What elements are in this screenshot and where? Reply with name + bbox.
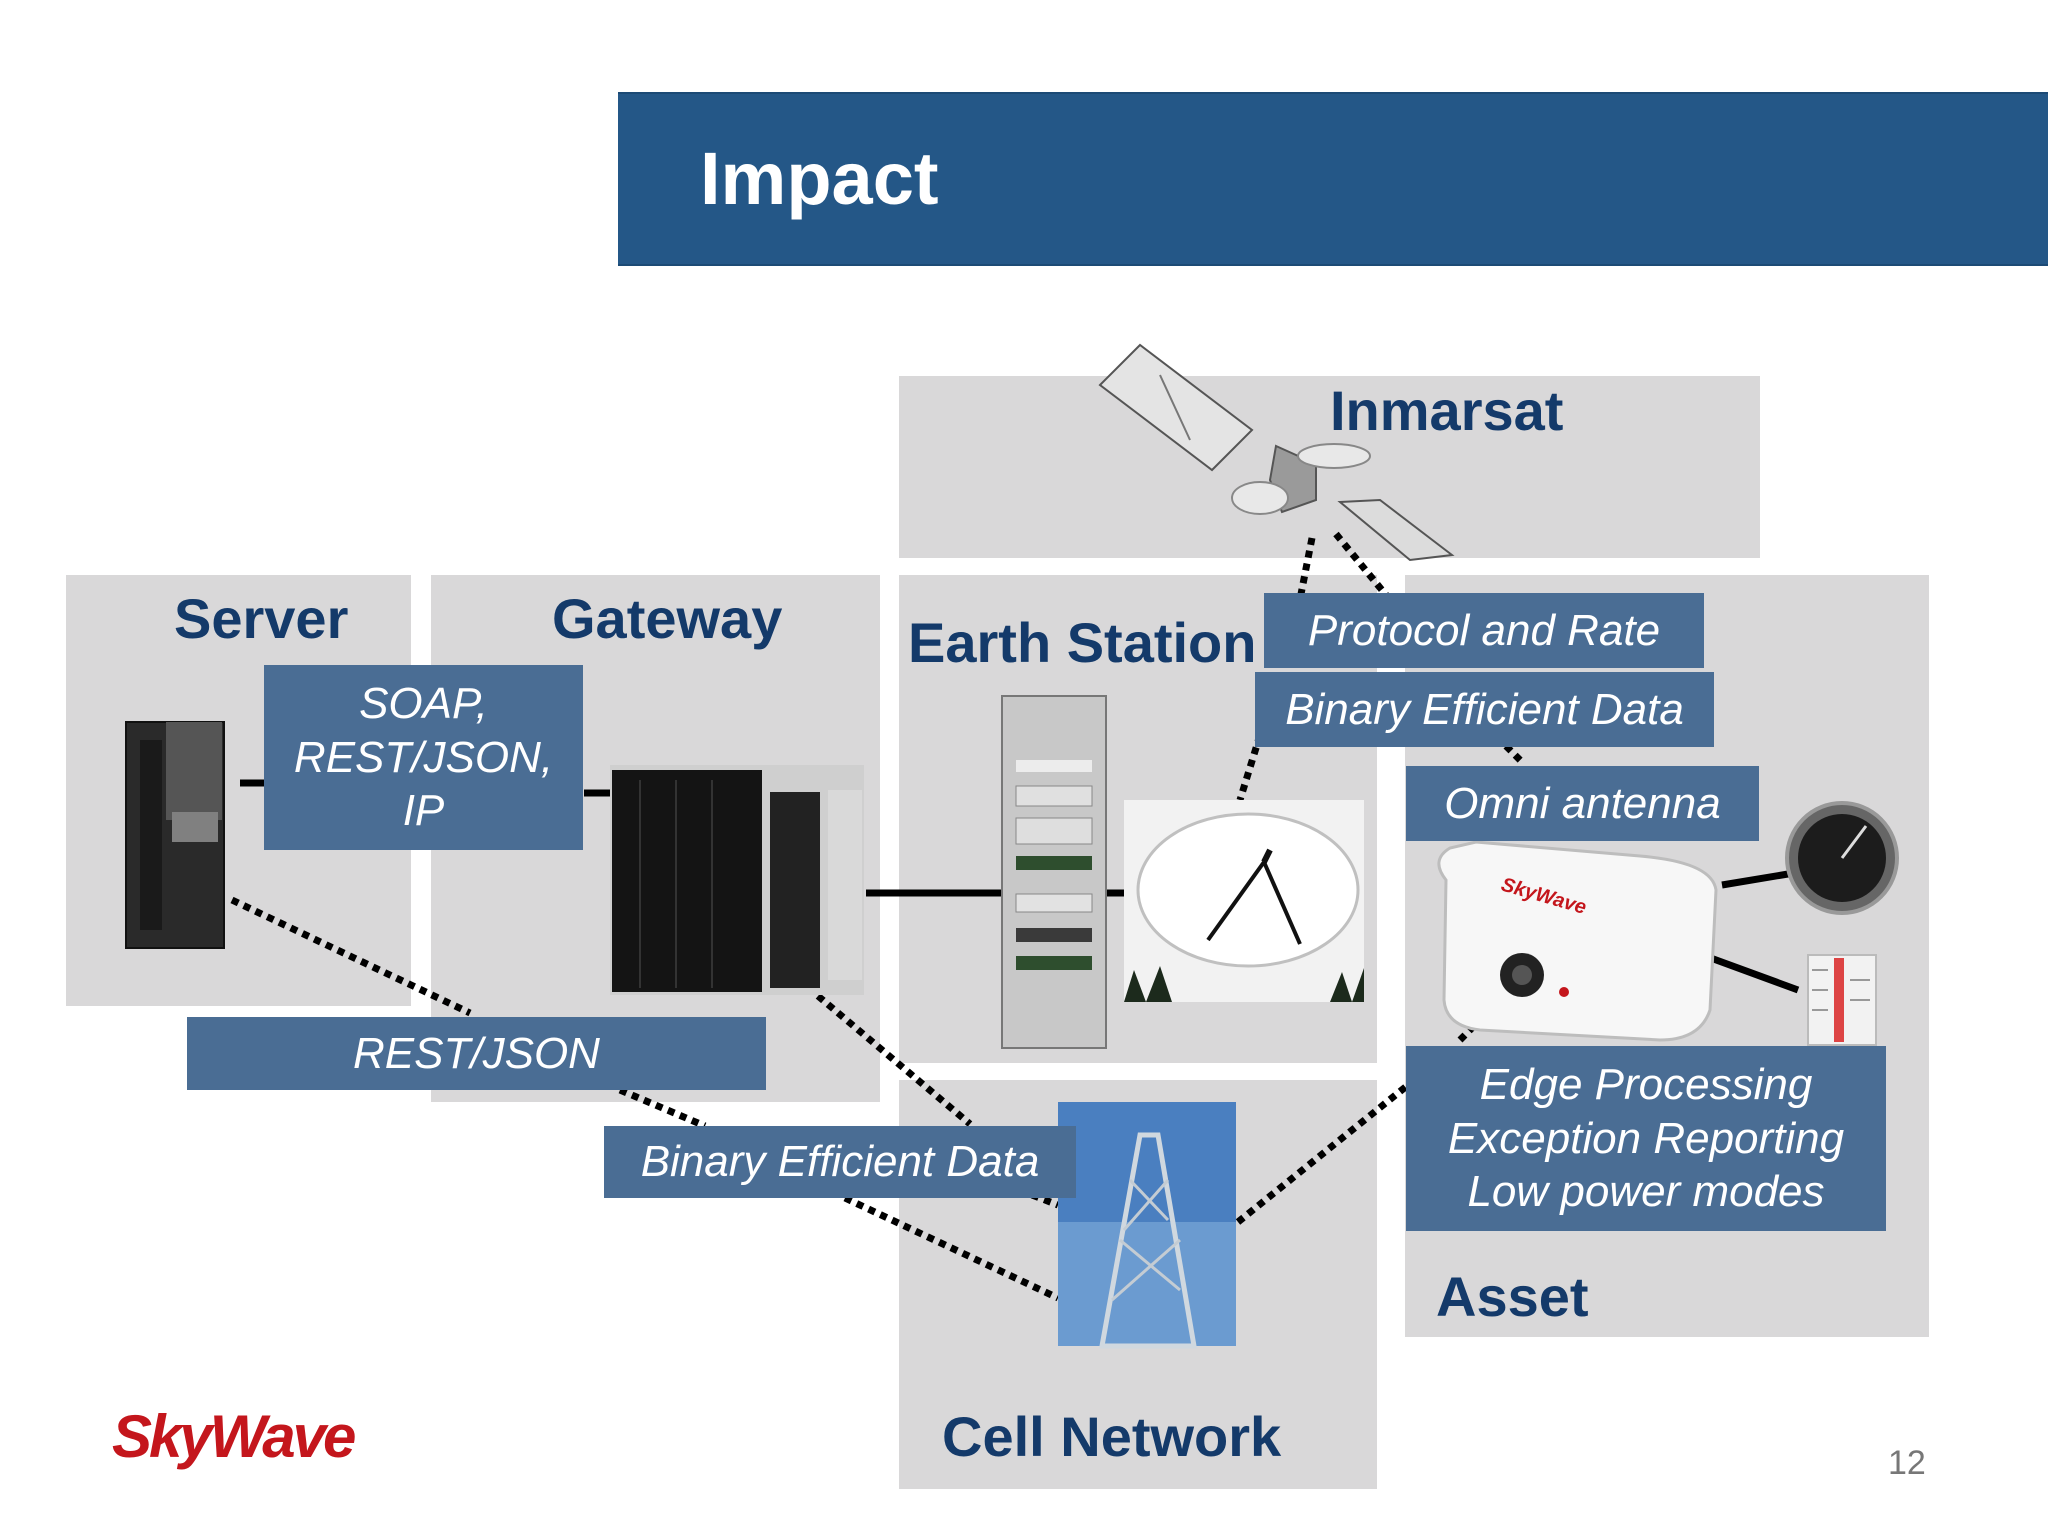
link-server-cell-mid <box>618 1086 707 1130</box>
inmarsat-label: Inmarsat <box>1330 379 1564 442</box>
skywave-logo: SkyWave <box>112 1403 356 1470</box>
asset-label: Asset <box>1436 1265 1589 1328</box>
link-satellite-earth-station-lower <box>1236 733 1264 802</box>
link-asset-thermometer <box>1706 953 1800 994</box>
binary-data-lower-callout: Binary Efficient Data <box>604 1126 1076 1198</box>
asset-terminal-icon: SkyWave <box>1437 840 1718 1042</box>
satellite-dish-icon <box>1124 800 1364 1002</box>
link-satellite-asset <box>1333 531 1398 609</box>
server-rack-icon <box>125 721 225 949</box>
rest-json-callout: REST/JSON <box>187 1017 766 1090</box>
earth-station-label: Earth Station <box>908 611 1257 674</box>
link-asset-cell <box>1235 1082 1411 1225</box>
link-server-cell-lower <box>843 1194 1060 1302</box>
link-server-cell-upper <box>230 896 472 1017</box>
link-satellite-asset-lower <box>1503 743 1525 765</box>
cell-tower-icon <box>1058 1102 1236 1349</box>
link-satellite-earth-station <box>1288 537 1316 641</box>
link-gateway-cell <box>815 993 973 1127</box>
satellite-icon <box>1098 343 1455 562</box>
soap-callout: SOAP, REST/JSON, IP <box>264 665 583 850</box>
binary-data-upper-callout: Binary Efficient Data <box>1255 672 1714 747</box>
server-label: Server <box>174 587 349 650</box>
protocol-rate-callout: Protocol and Rate <box>1264 593 1704 668</box>
equipment-rack-icon <box>1001 695 1107 1049</box>
omni-antenna-callout: Omni antenna <box>1406 766 1759 841</box>
slide-title: Impact <box>700 137 939 220</box>
data-center-icon <box>610 765 864 995</box>
thermometer-icon <box>1807 954 1877 1046</box>
gauge-icon <box>1785 801 1899 915</box>
link-asset-gauge <box>1721 870 1789 889</box>
cell-network-label: Cell Network <box>942 1405 1282 1468</box>
title-bar: Impact <box>618 92 2048 266</box>
edge-processing-callout: Edge Processing Exception Reporting Low … <box>1406 1046 1886 1231</box>
gateway-label: Gateway <box>552 587 783 650</box>
page-number: 12 <box>1888 1444 1926 1482</box>
